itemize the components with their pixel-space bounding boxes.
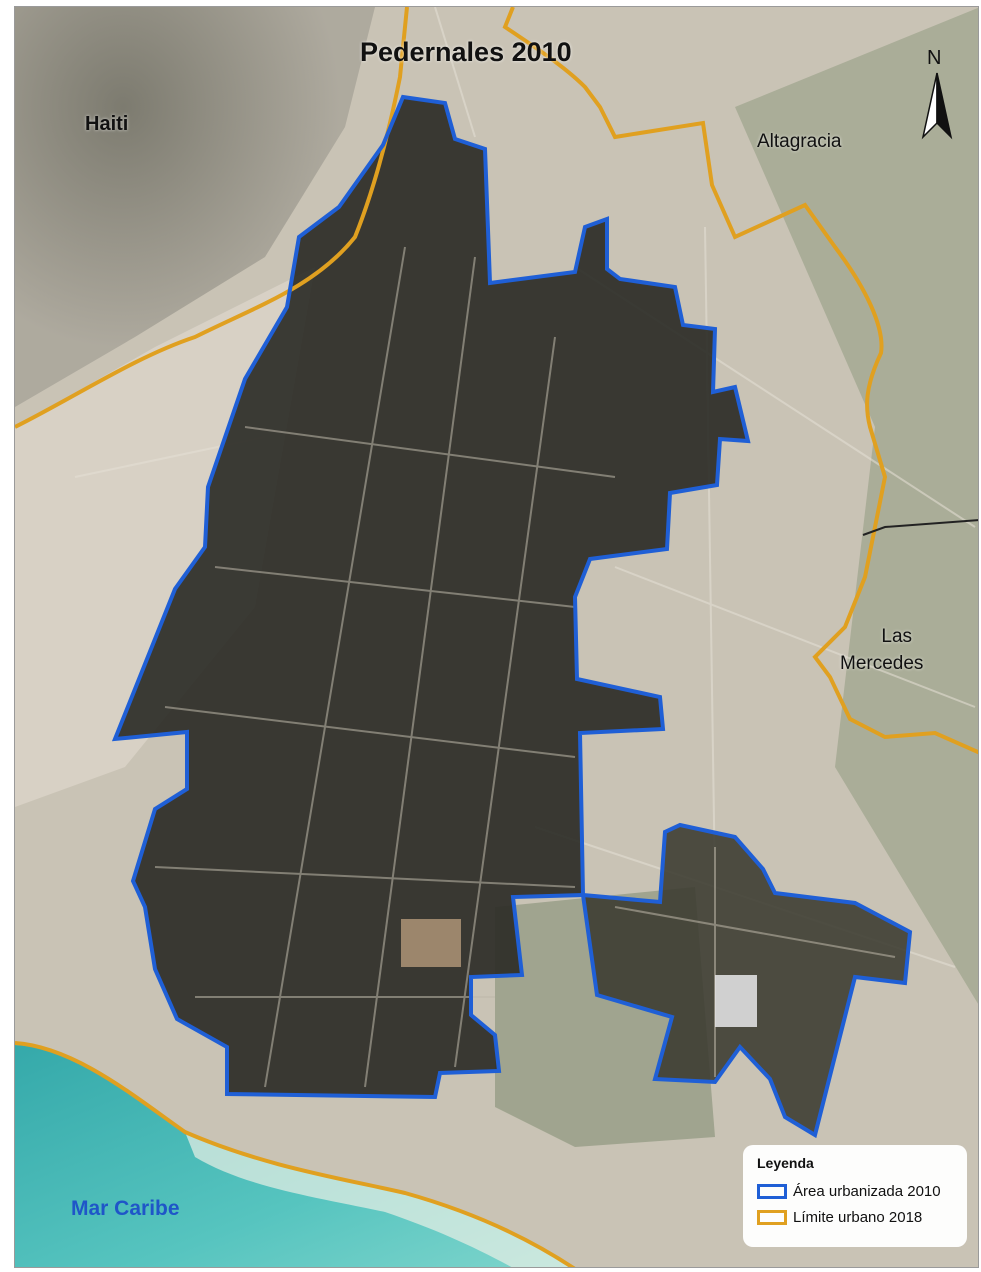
north-arrow-icon: [921, 72, 953, 140]
place-label-las-mercedes: Las Mercedes: [840, 623, 923, 677]
sports-field: [401, 919, 461, 967]
north-label: N: [927, 47, 942, 69]
terrain-east-vegetation: [735, 7, 978, 1004]
legend-label: Área urbanizada 2010: [793, 1183, 941, 1200]
urban-limit-2018-coast: [15, 1041, 576, 1267]
satellite-map: [15, 7, 978, 1267]
map-title: Pedernales 2010: [360, 37, 572, 67]
place-label-haiti: Haiti: [85, 113, 129, 135]
legend-title: Leyenda: [757, 1155, 814, 1171]
urbanized-area-2010-boundary-east: [580, 822, 913, 1139]
legend-swatch-orange: [757, 1210, 787, 1225]
place-label-las-mercedes-line2: Mercedes: [840, 653, 924, 674]
urban-limit-2018-boundary-east: [502, 7, 978, 755]
legend: Leyenda Área urbanizada 2010 Límite urba…: [743, 1145, 967, 1247]
legend-swatch-blue: [757, 1184, 787, 1199]
sea-label-mar-caribe: Mar Caribe: [71, 1197, 180, 1220]
large-building: [715, 975, 757, 1027]
urban-limit-2018-boundary: [15, 7, 409, 429]
place-label-las-mercedes-line1: Las: [881, 626, 913, 647]
urban-street-texture: [154, 246, 896, 1088]
terrain-dark-northwest: [15, 7, 375, 407]
map-frame: Pedernales 2010 Haiti Altagracia Las Mer…: [14, 6, 979, 1268]
urban-area-fill: [115, 97, 748, 1097]
legend-item-urban-limit-2018: Límite urbano 2018: [757, 1209, 953, 1226]
legend-item-urbanized-area-2010: Área urbanizada 2010: [757, 1183, 953, 1200]
place-label-altagracia: Altagracia: [757, 131, 842, 152]
legend-label: Límite urbano 2018: [793, 1209, 923, 1226]
urbanized-area-2010-boundary: [111, 94, 751, 1100]
municipal-border-line: [862, 519, 978, 536]
